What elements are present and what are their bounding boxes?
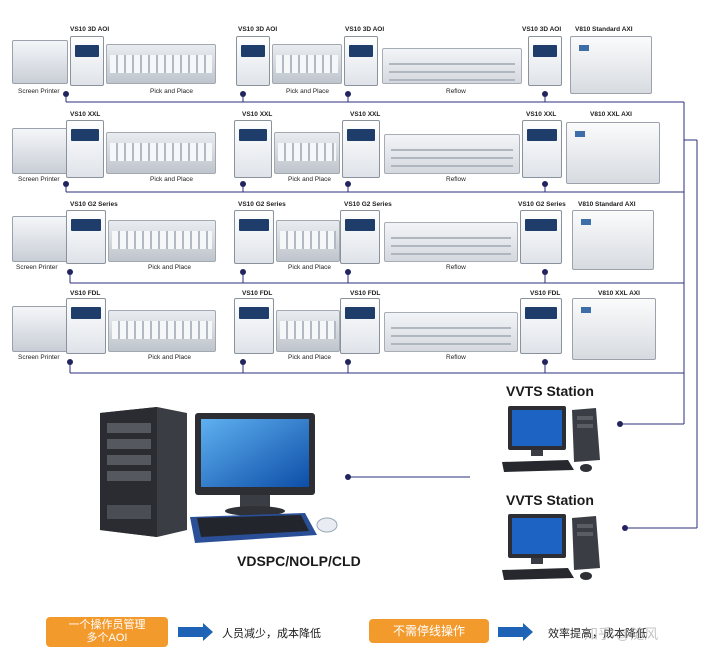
axi-label: V810 Standard AXI (575, 26, 633, 33)
screen-printer-machine (12, 40, 68, 84)
aoi-machine (66, 210, 106, 264)
aoi-label: VS10 FDL (70, 290, 101, 297)
reflow-oven (384, 312, 518, 352)
axi-label: V810 Standard AXI (578, 201, 636, 208)
aoi-label: VS10 G2 Series (70, 201, 118, 208)
axi-label: V810 XXL AXI (598, 290, 640, 297)
screen-printer-machine (12, 216, 68, 262)
aoi-machine (520, 210, 562, 264)
vvts-workstation-icon (502, 406, 600, 472)
aoi-label: VS10 XXL (526, 111, 557, 118)
screen-printer-machine (12, 306, 68, 352)
arrow-right-icon (178, 623, 213, 641)
pick-and-place-machine (106, 132, 216, 174)
station-label: Reflow (446, 176, 466, 183)
aoi-label: VS10 XXL (350, 111, 381, 118)
aoi-label: VS10 G2 Series (518, 201, 566, 208)
aoi-machine (234, 210, 274, 264)
station-label: Reflow (446, 264, 466, 271)
station-label: Screen Printer (18, 176, 60, 183)
aoi-machine (340, 210, 380, 264)
vvts-station-title: VVTS Station (506, 492, 594, 508)
aoi-machine (344, 36, 378, 86)
benefit-badge-no-stop: 不需停线操作 (369, 619, 489, 643)
screen-printer-machine (12, 128, 68, 174)
station-label: Pick and Place (288, 176, 331, 183)
station-label: Pick and Place (150, 176, 193, 183)
station-label: Screen Printer (18, 354, 60, 361)
station-label: Pick and Place (288, 354, 331, 361)
station-label: Pick and Place (288, 264, 331, 271)
watermark: 知乎 @随风 (584, 626, 659, 642)
aoi-machine (340, 298, 380, 354)
pick-and-place-machine (272, 44, 342, 84)
aoi-machine (342, 120, 380, 178)
benefit-text: 效率提高，成本降低 (548, 628, 647, 640)
station-label: Pick and Place (286, 88, 329, 95)
aoi-machine (66, 298, 106, 354)
axi-machine (572, 210, 654, 270)
aoi-machine (528, 36, 562, 86)
pick-and-place-machine (106, 44, 216, 84)
reflow-oven (384, 222, 518, 262)
station-label: Screen Printer (16, 264, 58, 271)
aoi-label: VS10 XXL (70, 111, 101, 118)
axi-machine (566, 122, 660, 184)
station-label: Pick and Place (148, 264, 191, 271)
aoi-label: VS10 G2 Series (238, 201, 286, 208)
aoi-machine (234, 298, 274, 354)
aoi-label: VS10 FDL (530, 290, 561, 297)
pick-and-place-machine (276, 220, 340, 262)
axi-machine (570, 36, 652, 94)
benefit-badge-operator: 一个操作员管理 多个AOI (46, 617, 168, 647)
aoi-label: VS10 FDL (242, 290, 273, 297)
aoi-machine (70, 36, 104, 86)
benefit-badge-text: 不需停线操作 (392, 624, 465, 638)
aoi-label: VS10 XXL (242, 111, 273, 118)
aoi-label: VS10 FDL (350, 290, 381, 297)
aoi-label: VS10 3D AOI (70, 26, 110, 33)
aoi-label: VS10 3D AOI (345, 26, 385, 33)
aoi-label: VS10 3D AOI (522, 26, 562, 33)
server-workstation-icon (100, 407, 338, 543)
aoi-machine (236, 36, 270, 86)
station-label: Reflow (446, 354, 466, 361)
vvts-workstation-icon (502, 514, 600, 580)
station-label: Screen Printer (18, 88, 60, 95)
reflow-oven (382, 48, 522, 84)
aoi-machine (66, 120, 104, 178)
reflow-oven (384, 134, 520, 174)
axi-label: V810 XXL AXI (590, 111, 632, 118)
station-label: Pick and Place (150, 88, 193, 95)
pick-and-place-machine (276, 310, 340, 352)
station-label: Reflow (446, 88, 466, 95)
axi-machine (572, 298, 656, 360)
aoi-machine (522, 120, 562, 178)
server-caption: VDSPC/NOLP/CLD (237, 553, 361, 569)
station-label: Pick and Place (148, 354, 191, 361)
arrow-right-icon (498, 623, 533, 641)
benefit-text: 人员减少，成本降低 (222, 628, 321, 640)
pick-and-place-machine (108, 310, 216, 352)
vvts-station-title: VVTS Station (506, 383, 594, 399)
aoi-machine (520, 298, 562, 354)
pick-and-place-machine (108, 220, 216, 262)
aoi-machine (234, 120, 272, 178)
pick-and-place-machine (274, 132, 340, 174)
benefit-badge-text: 一个操作员管理 多个AOI (68, 619, 146, 644)
aoi-label: VS10 G2 Series (344, 201, 392, 208)
aoi-label: VS10 3D AOI (238, 26, 278, 33)
